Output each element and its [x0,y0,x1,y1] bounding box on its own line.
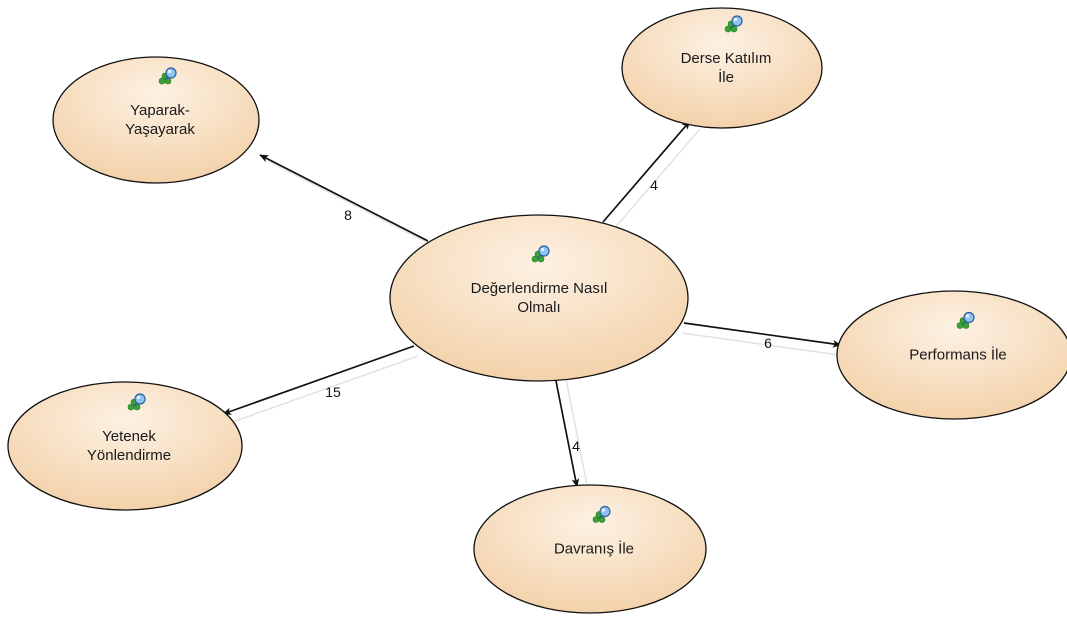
node-ellipse[interactable] [621,7,823,129]
node-label-line: Değerlendirme Nasıl [471,280,608,297]
edge-center-to-yetenek[interactable]: 15 [222,345,419,425]
node-label-line: Yönlendirme [87,447,171,464]
node-davranis[interactable]: Davranış İle [473,484,707,614]
edge-center-to-derse[interactable]: 4 [602,120,701,231]
node-label-line: Performans İle [909,346,1007,364]
node-ellipse[interactable] [52,56,260,184]
node-label-line: Olmalı [517,299,560,316]
node-performans[interactable]: Performans İle [836,290,1067,420]
edge-arrow[interactable] [683,322,842,348]
node-label-line: Yaşayarak [125,121,195,138]
edge-label: 4 [650,177,658,193]
node-yaparak[interactable]: Yaparak- Yaşayarak [52,56,260,184]
node-ellipse[interactable] [7,381,243,511]
edge-label: 15 [325,384,341,400]
node-label-line: Davranış İle [554,540,634,558]
edge-arrow[interactable] [222,345,415,415]
node-label-line: Yaparak- [130,102,190,119]
edges-layer: 8 4 6 4 15 [222,120,842,488]
edge-label: 6 [764,335,772,351]
edge-label: 4 [572,438,580,454]
edge-shadow [681,332,840,356]
edge-center-to-yaparak[interactable]: 8 [259,154,437,248]
edge-arrow[interactable] [602,120,691,223]
node-ellipse[interactable] [473,484,707,614]
edge-shadow [267,160,437,248]
node-ellipse[interactable] [389,214,689,382]
edge-shadow [565,378,588,486]
edge-center-to-davranis[interactable]: 4 [555,378,588,488]
node-ellipse[interactable] [836,290,1067,420]
node-label-line: Derse Katılım [681,50,772,67]
edge-center-to-performans[interactable]: 6 [681,322,842,356]
edge-label: 8 [344,207,352,223]
edge-shadow [226,355,419,425]
node-label-line: İle [718,68,734,86]
edge-shadow [612,128,701,231]
edge-arrow[interactable] [555,380,580,488]
node-label-line: Yetenek [102,428,156,445]
edge-arrow[interactable] [259,154,429,242]
